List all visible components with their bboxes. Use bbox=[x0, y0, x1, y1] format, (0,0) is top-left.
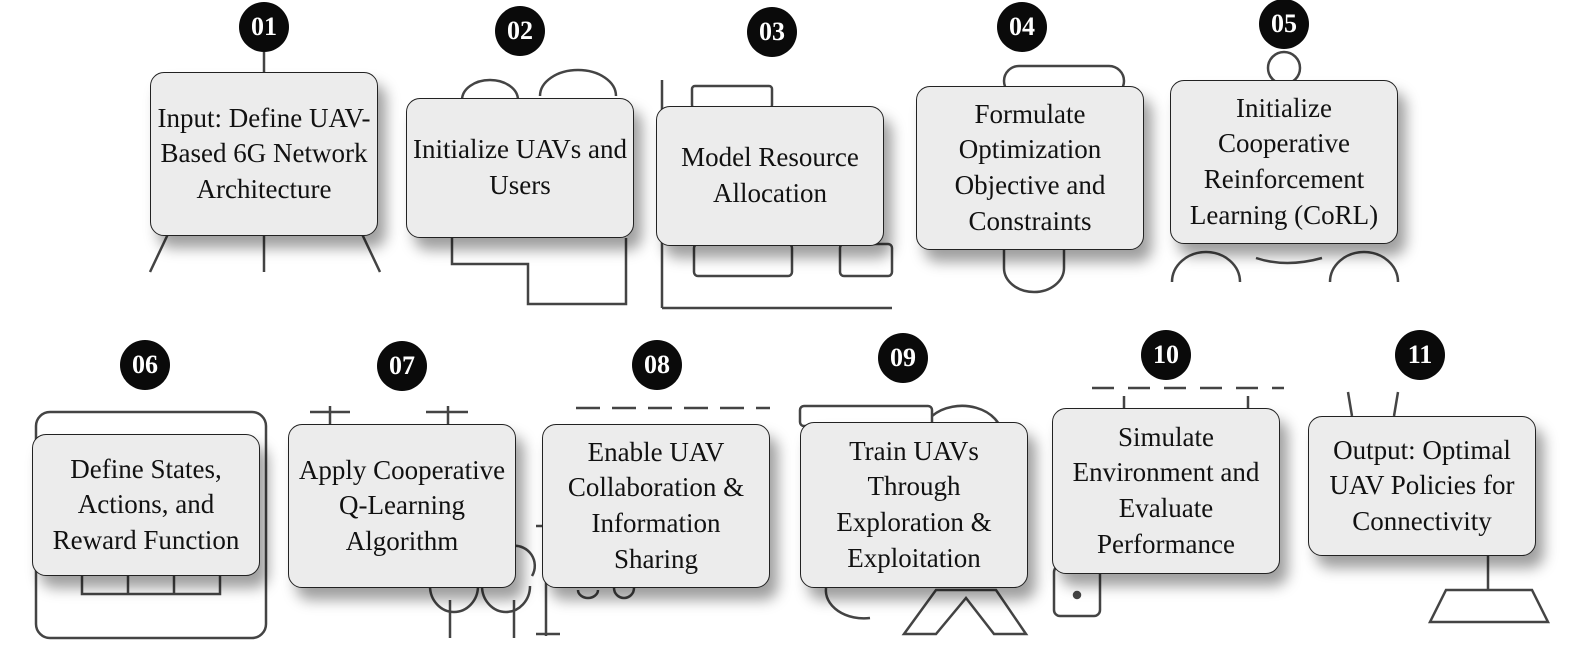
step-09-box: Train UAVs Through Exploration & Exploit… bbox=[800, 422, 1028, 588]
step-03-label: Model Resource Allocation bbox=[681, 142, 859, 208]
step-01-box: Input: Define UAV-Based 6G Network Archi… bbox=[150, 72, 378, 236]
step-02-label: Initialize UAVs and Users bbox=[413, 134, 627, 200]
step-06-badge: 06 bbox=[120, 340, 170, 390]
step-09-badge: 09 bbox=[878, 333, 928, 383]
step-09-label: Train UAVs Through Exploration & Exploit… bbox=[836, 435, 992, 573]
step-02-box: Initialize UAVs and Users bbox=[406, 98, 634, 238]
step-06-box: Define States, Actions, and Reward Funct… bbox=[32, 434, 260, 576]
step-03-badge: 03 bbox=[747, 7, 797, 57]
step-08-label: Enable UAV Collaboration & Information S… bbox=[567, 436, 745, 574]
step-03-box: Model Resource Allocation bbox=[656, 106, 884, 246]
step-01-label: Input: Define UAV-Based 6G Network Archi… bbox=[157, 102, 371, 204]
step-04-box: Formulate Optimization Objective and Con… bbox=[916, 86, 1144, 250]
monitor-stand-icon bbox=[1346, 391, 1551, 624]
step-10-badge: 10 bbox=[1141, 330, 1191, 380]
algorithm-icon bbox=[310, 406, 537, 638]
step-05-badge: 05 bbox=[1259, 0, 1309, 49]
step-07-box: Apply Cooperative Q-Learning Algorithm bbox=[288, 424, 516, 588]
step-02-badge: 02 bbox=[495, 6, 545, 56]
step-10-box: Simulate Environment and Evaluate Perfor… bbox=[1052, 408, 1280, 574]
step-10-label: Simulate Environment and Evaluate Perfor… bbox=[1072, 421, 1260, 559]
step-11-badge: 11 bbox=[1395, 330, 1445, 380]
step-11-label: Output: Optimal UAV Policies for Connect… bbox=[1329, 434, 1515, 536]
step-08-box: Enable UAV Collaboration & Information S… bbox=[542, 424, 770, 588]
easel-icon bbox=[148, 52, 382, 273]
step-05-box: Initialize Cooperative Reinforcement Lea… bbox=[1170, 80, 1398, 244]
step-07-badge: 07 bbox=[377, 341, 427, 391]
step-01-badge: 01 bbox=[239, 2, 289, 52]
step-05-label: Initialize Cooperative Reinforcement Lea… bbox=[1189, 92, 1379, 230]
step-04-label: Formulate Optimization Objective and Con… bbox=[954, 98, 1106, 236]
step-06-label: Define States, Actions, and Reward Funct… bbox=[52, 453, 240, 555]
step-04-badge: 04 bbox=[997, 2, 1047, 52]
step-08-badge: 08 bbox=[632, 340, 682, 390]
step-07-label: Apply Cooperative Q-Learning Algorithm bbox=[298, 454, 506, 556]
step-11-box: Output: Optimal UAV Policies for Connect… bbox=[1308, 416, 1536, 556]
